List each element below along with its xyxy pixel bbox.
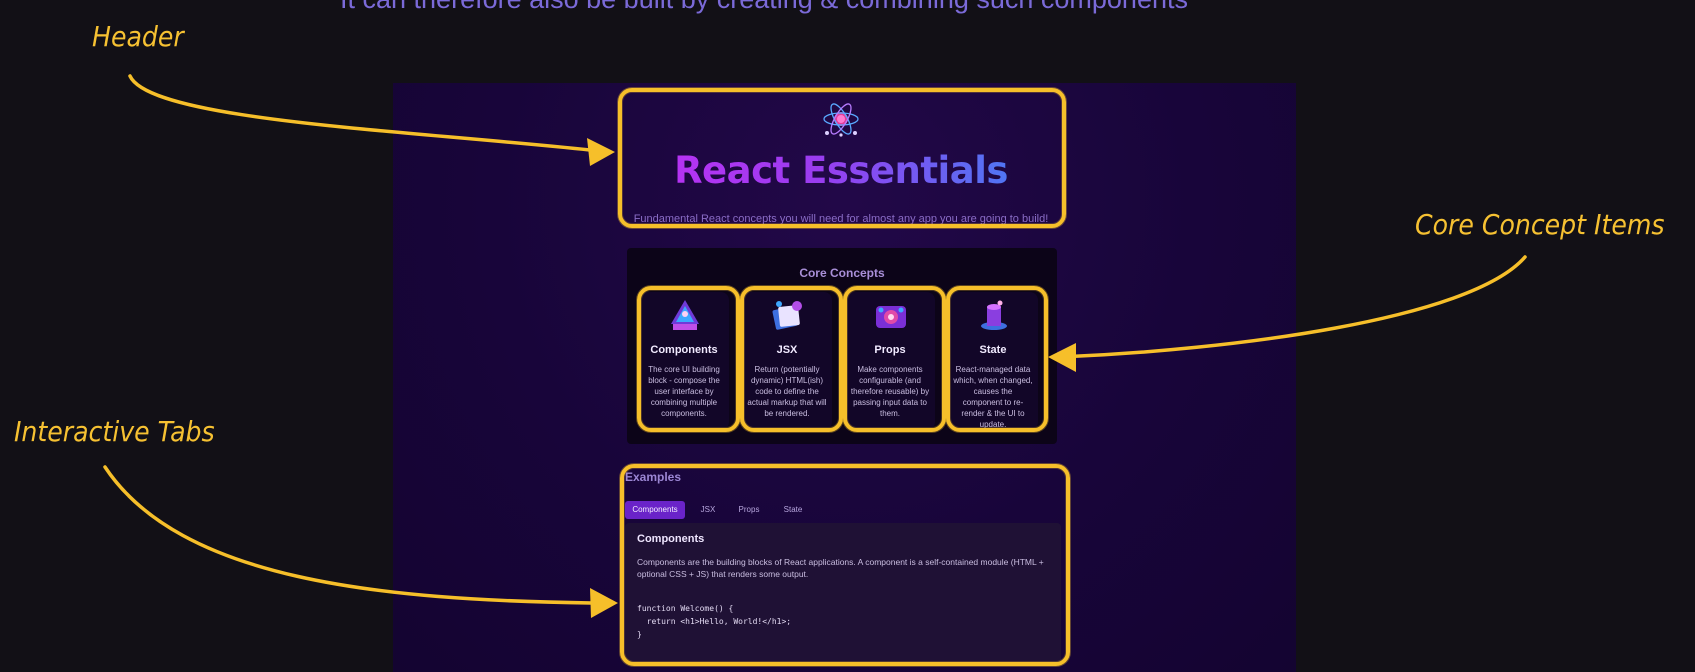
- arrow-to-core-concepts: [1058, 255, 1527, 359]
- components-illustration-icon: [671, 300, 699, 330]
- header-highlight-frame: [618, 88, 1066, 228]
- tab-content-panel: Components Components are the building b…: [625, 523, 1061, 665]
- concept-description: Return (potentially dynamic) HTML(ish) c…: [747, 365, 827, 418]
- concept-card-props: Props Make components configurable (and …: [845, 292, 935, 430]
- concept-highlight-frame: [843, 286, 946, 432]
- concept-description: The core UI building block - compose the…: [648, 365, 720, 418]
- state-illustration-icon: [981, 300, 1007, 330]
- arrowhead-header: [587, 138, 615, 166]
- tab-props[interactable]: Props: [738, 505, 760, 514]
- tab-state[interactable]: State: [783, 505, 803, 514]
- concept-card-jsx: JSX Return (potentially dynamic) HTML(is…: [742, 292, 832, 430]
- arrow-to-header: [128, 74, 592, 152]
- tab-content-title: Components: [637, 533, 705, 545]
- tab-jsx[interactable]: JSX: [700, 505, 716, 514]
- examples-title: Examples: [625, 470, 682, 484]
- arrow-to-tabs: [103, 465, 594, 605]
- code-snippet: function Welcome() { return <h1>Hello, W…: [637, 604, 792, 639]
- examples-section: Examples Components JSX Props State Comp…: [623, 467, 1061, 665]
- arrowhead-core-concepts: [1048, 343, 1076, 372]
- concept-title: Props: [874, 344, 906, 356]
- app-header: React Essentials Fundamental React conce…: [621, 91, 1061, 225]
- tab-components[interactable]: Components: [625, 501, 685, 519]
- concept-card-components: Components The core UI building block - …: [639, 292, 729, 430]
- react-atom-logo-icon: [823, 103, 859, 137]
- app-title: React Essentials: [621, 149, 1061, 192]
- annotation-core-concept-items-label: Core Concept Items: [1415, 208, 1665, 241]
- concept-title: State: [979, 344, 1007, 356]
- concept-description: React-managed data which, when changed, …: [953, 365, 1033, 429]
- concept-description: Make components configurable (and theref…: [850, 365, 930, 418]
- concept-title: JSX: [776, 344, 798, 356]
- concept-title: Components: [650, 344, 718, 356]
- app-subtitle: Fundamental React concepts you will need…: [633, 213, 1049, 225]
- core-concepts-title: Core Concepts: [799, 266, 885, 280]
- concept-highlight-frame: [946, 286, 1048, 432]
- tab-content-description: Components are the building blocks of Re…: [637, 557, 1044, 579]
- slide-caption: It can therefore also be built by creati…: [340, 0, 1360, 14]
- annotation-interactive-tabs-label: Interactive Tabs: [14, 415, 215, 448]
- props-illustration-icon: [876, 306, 906, 328]
- concept-highlight-frame: [740, 286, 843, 432]
- concept-card-state: State React-managed data which, when cha…: [948, 292, 1038, 430]
- examples-highlight-frame: [620, 464, 1070, 666]
- annotation-header-label: Header: [92, 20, 184, 53]
- jsx-illustration-icon: [772, 301, 802, 330]
- concept-highlight-frame: [637, 286, 740, 432]
- arrowhead-tabs: [590, 588, 618, 618]
